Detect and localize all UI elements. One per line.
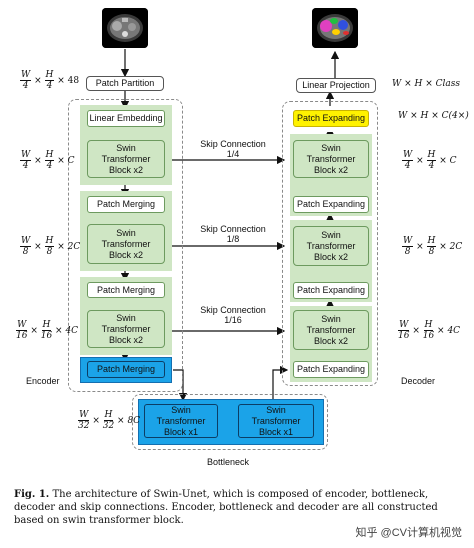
skip-2-ratio: 1/8 — [226, 234, 240, 244]
figure-caption-text: The architecture of Swin-Unet, which is … — [14, 489, 438, 526]
bottleneck-container — [132, 394, 328, 450]
decoder-swin-block-1: Swin Transformer Block x2 — [293, 140, 369, 178]
skip-connection-label-2: Skip Connection 1/8 — [198, 224, 268, 244]
decoder-patch-expanding-4x: Patch Expanding — [293, 110, 369, 127]
bottleneck-label: Bottleneck — [207, 457, 250, 467]
bottleneck-swin-block-2: Swin Transformer Block x1 — [238, 404, 314, 438]
output-segmentation-image — [312, 8, 358, 48]
input-ct-image — [102, 8, 148, 48]
linear-embedding-box: Linear Embedding — [87, 110, 165, 127]
encoder-container — [68, 99, 183, 392]
decoder-patch-expanding-2: Patch Expanding — [293, 282, 369, 299]
skip-3-title: Skip Connection — [200, 305, 266, 315]
linear-projection-box: Linear Projection — [296, 78, 376, 93]
skip-connection-label-3: Skip Connection 1/16 — [198, 305, 268, 325]
skip-2-title: Skip Connection — [200, 224, 266, 234]
patch-partition-box: Patch Partition — [86, 76, 164, 91]
skip-connection-label-1: Skip Connection 1/4 — [198, 139, 268, 159]
output-segmentation-graphic — [312, 8, 358, 48]
decoder-container — [282, 101, 378, 386]
skip-1-title: Skip Connection — [200, 139, 266, 149]
encoder-patch-merging-3: Patch Merging — [87, 361, 165, 378]
decoder-swin-block-2: Swin Transformer Block x2 — [293, 226, 369, 266]
decoder-patch-expanding-1: Patch Expanding — [293, 196, 369, 213]
encoder-patch-merging-1: Patch Merging — [87, 196, 165, 213]
figure-number: Fig. 1. — [14, 489, 50, 500]
encoder-swin-block-1: Swin Transformer Block x2 — [87, 140, 165, 178]
figure-caption: Fig. 1. The architecture of Swin-Unet, w… — [14, 488, 454, 527]
input-ct-graphic — [102, 8, 148, 48]
watermark: 知乎 @CV计算机视觉 — [355, 527, 462, 539]
skip-1-ratio: 1/4 — [226, 149, 240, 159]
decoder-label: Decoder — [401, 376, 436, 386]
dim-right-top-2: W × H × C(4×) — [398, 111, 469, 121]
encoder-swin-block-3: Swin Transformer Block x2 — [87, 310, 165, 348]
bottleneck-swin-block-1: Swin Transformer Block x1 — [144, 404, 218, 438]
dim-right-top-1: W × H × Class — [392, 79, 460, 89]
encoder-label: Encoder — [26, 376, 60, 386]
encoder-swin-block-2: Swin Transformer Block x2 — [87, 224, 165, 264]
encoder-patch-merging-2: Patch Merging — [87, 282, 165, 298]
skip-3-ratio: 1/16 — [224, 315, 242, 325]
decoder-swin-block-3: Swin Transformer Block x2 — [293, 310, 369, 350]
decoder-patch-expanding-3: Patch Expanding — [293, 361, 369, 378]
